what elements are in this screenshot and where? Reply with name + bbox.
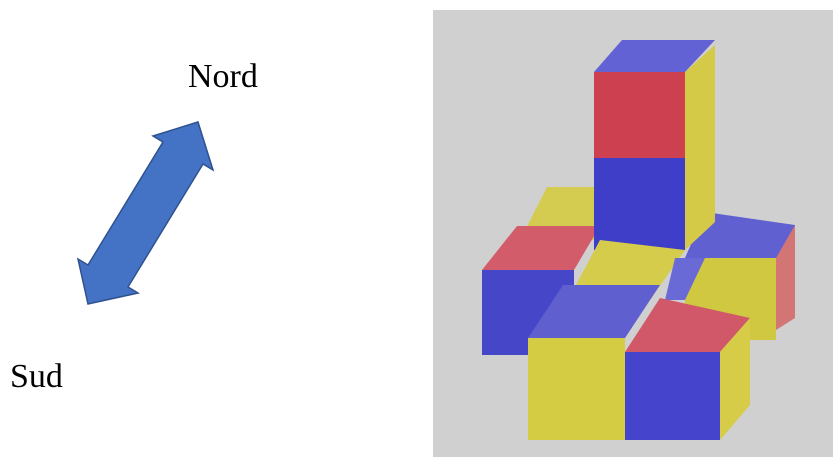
north-label: Nord [188,58,258,95]
tower-top [594,40,715,72]
cube-front-right-front [625,352,720,440]
cube-center-side [665,258,705,300]
cube-front-right-side [720,318,750,440]
cube-front-right-top [625,298,750,352]
cube-front-left-front [528,338,625,440]
cube-east-side [776,225,795,330]
tower-lower-front [594,158,685,250]
cube-west-top [482,226,600,270]
tower-upper-front [594,72,685,158]
north-south-double-arrow [76,121,215,305]
cube-front-left-top [528,285,660,338]
south-label: Sud [10,358,63,395]
tower-right-side [685,45,715,250]
